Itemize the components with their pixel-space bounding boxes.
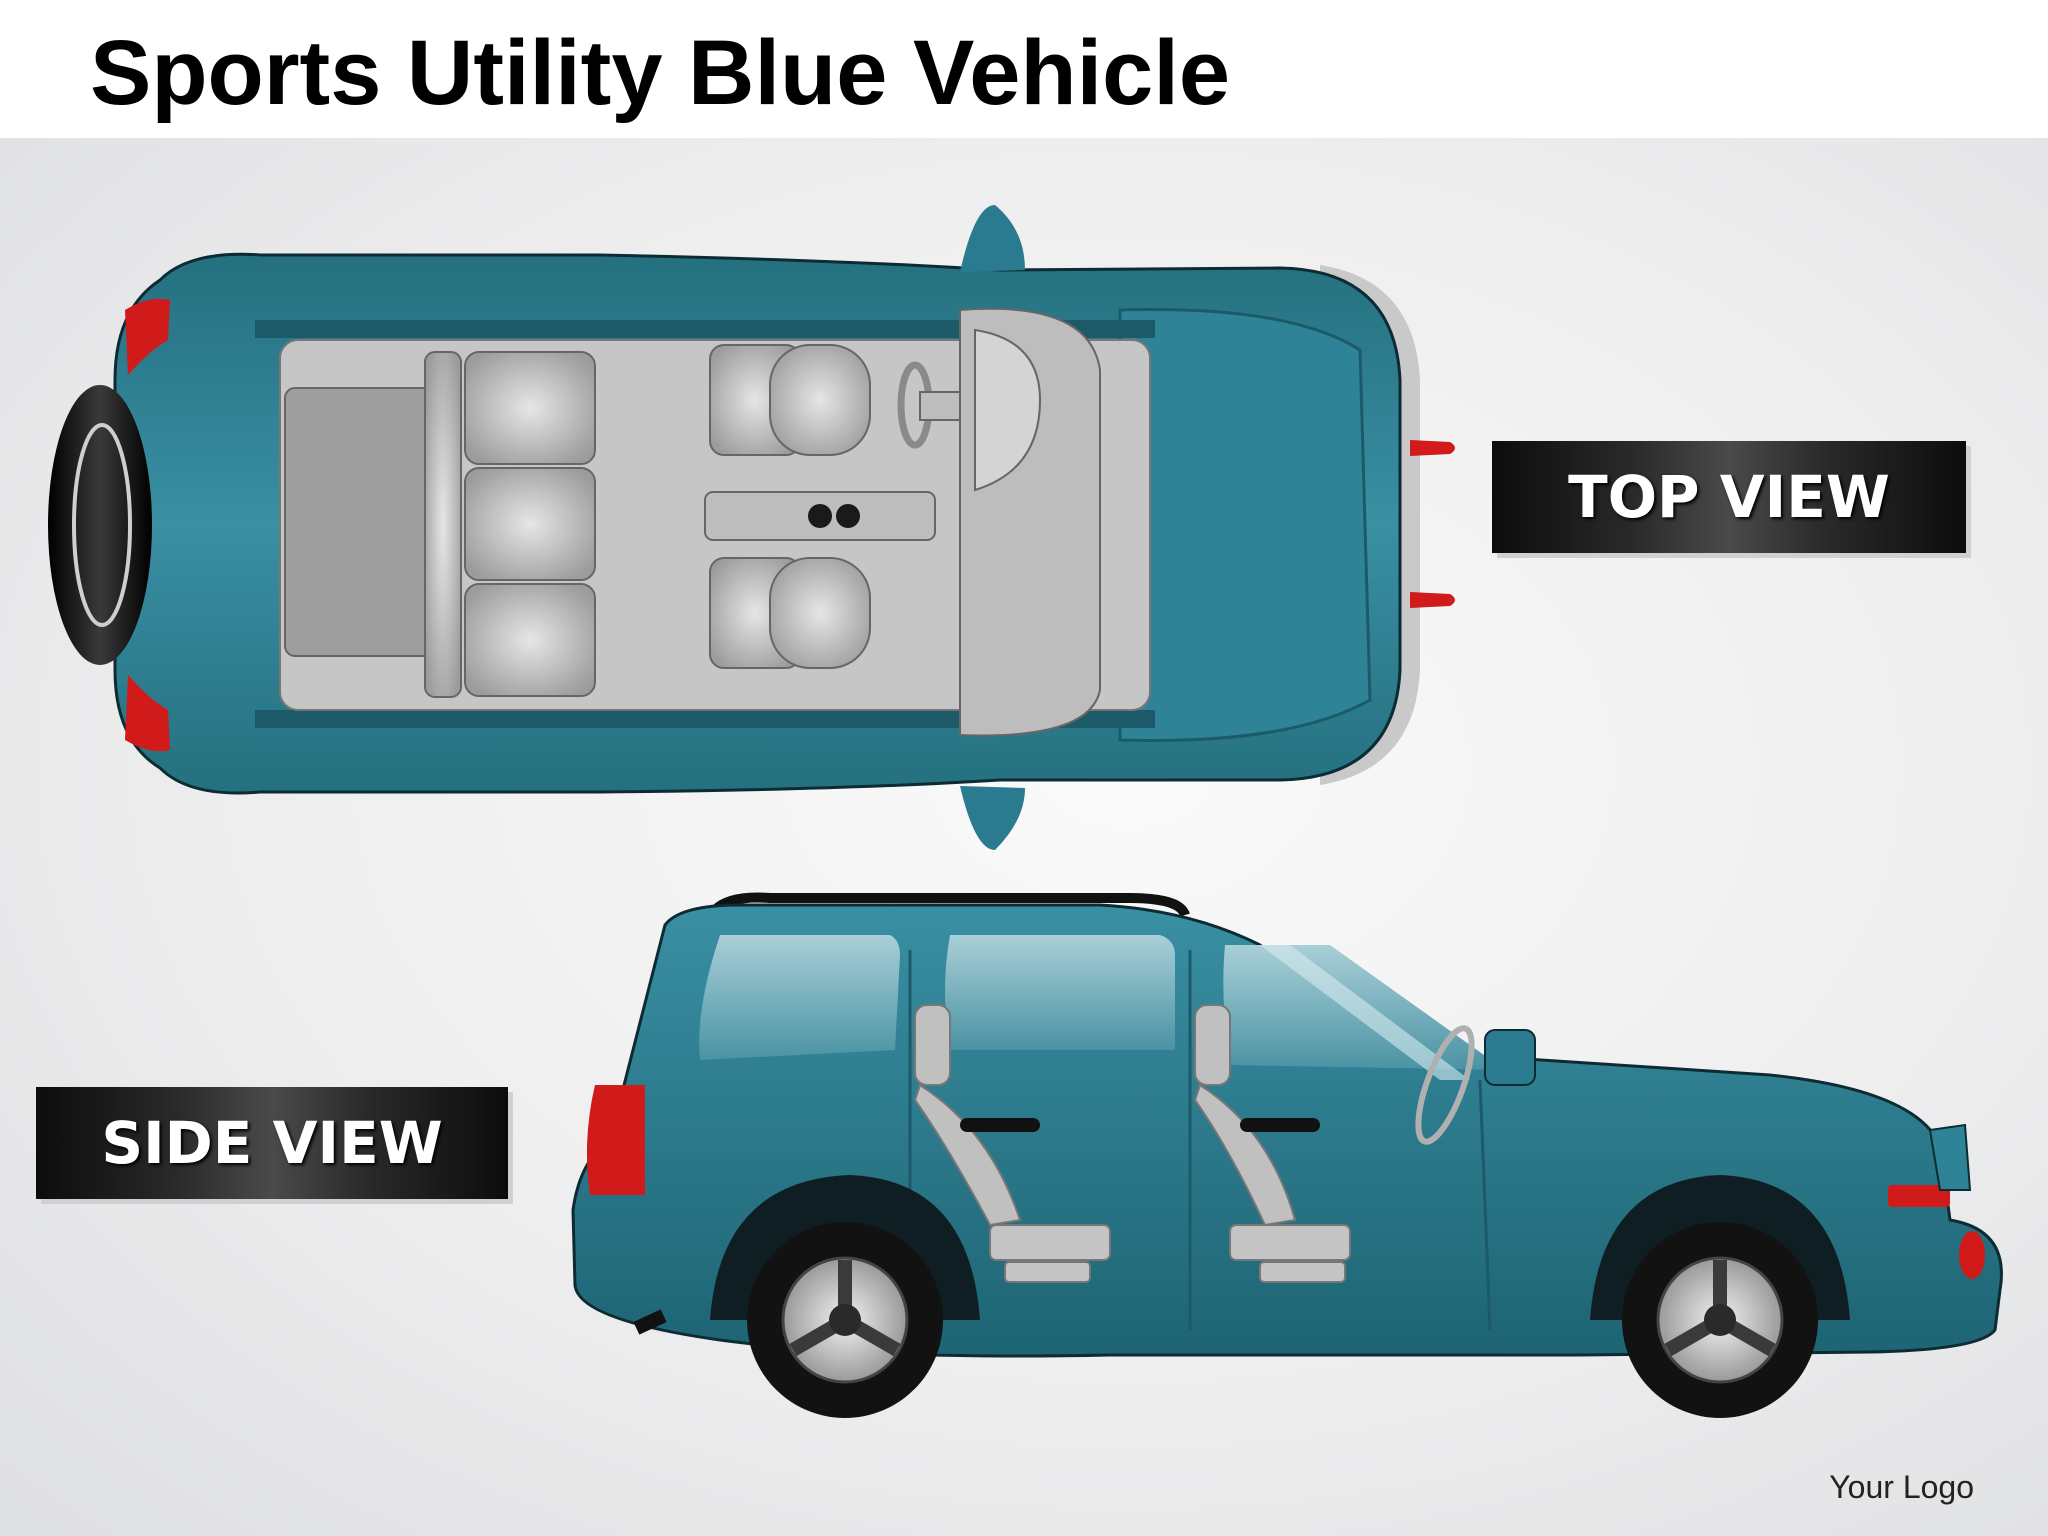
side-steering-wheel	[1415, 1025, 1475, 1145]
side-tail-light	[586, 1085, 645, 1195]
top-rear-bench	[424, 351, 596, 698]
top-mirror-upper	[960, 205, 1025, 272]
side-mirror	[1484, 1029, 1536, 1086]
side-roof-rack	[711, 892, 1190, 918]
top-front-light-upper	[1410, 440, 1455, 456]
top-tail-light-lower	[125, 675, 170, 752]
top-front-light-lower	[1410, 592, 1455, 608]
top-front-seats	[709, 344, 871, 669]
top-tail-light-upper	[125, 298, 170, 375]
top-view-label: TOP VIEW	[1492, 441, 1966, 553]
top-mirror-lower	[960, 786, 1025, 850]
logo-placeholder: Your Logo	[1829, 1469, 1974, 1505]
side-rear-wheel	[747, 1222, 943, 1418]
side-seats	[913, 1004, 1297, 1227]
side-front-wheel	[1622, 1222, 1818, 1418]
suv-top-view	[48, 205, 1455, 850]
side-window-middle	[945, 935, 1175, 1050]
slide-title: Sports Utility Blue Vehicle	[90, 22, 1231, 124]
side-front-round-light	[1959, 1231, 1985, 1279]
suv-side-view	[571, 892, 2003, 1418]
side-door-handle-rear	[960, 1118, 1040, 1132]
side-view-label: SIDE VIEW	[36, 1087, 508, 1199]
side-door-handle-front	[1240, 1118, 1320, 1132]
side-front-marker-light	[1888, 1185, 1950, 1207]
side-running-board	[989, 1224, 1351, 1283]
side-window-rear	[699, 935, 900, 1060]
top-spare-tire	[48, 385, 152, 665]
